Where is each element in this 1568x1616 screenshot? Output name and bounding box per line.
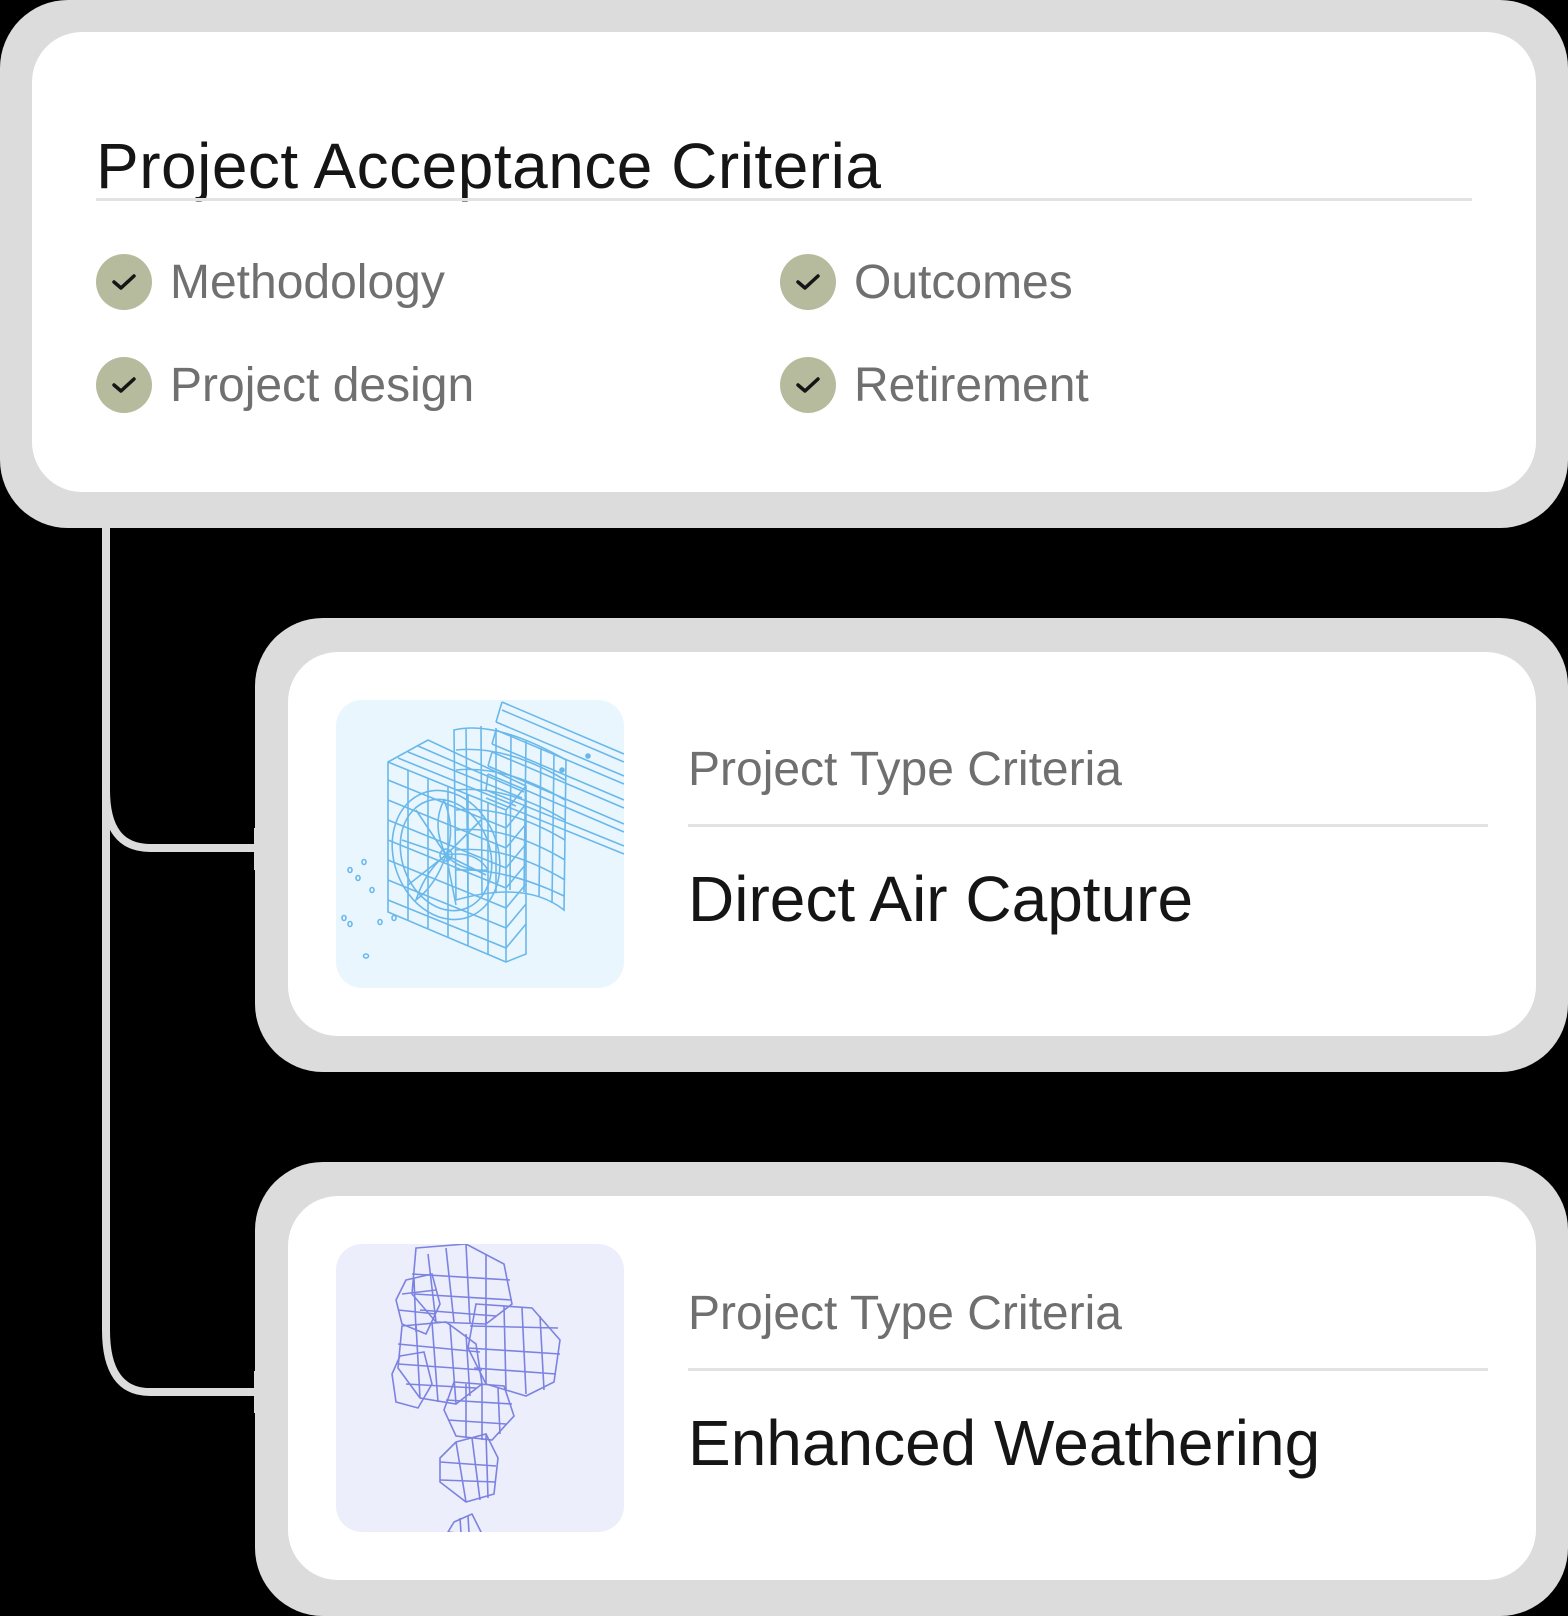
check-icon [96,357,152,413]
check-icon [780,357,836,413]
project-type-card-enhanced-weathering: Project Type Criteria Enhanced Weatherin… [288,1196,1536,1580]
project-type-card-direct-air-capture: Project Type Criteria Direct Air Capture [288,652,1536,1036]
criteria-label: Retirement [854,358,1089,412]
divider [96,198,1472,201]
divider [688,824,1488,827]
criteria-item-methodology: Methodology [96,252,445,312]
check-icon [780,254,836,310]
criteria-label: Methodology [170,255,445,309]
project-type-kicker: Project Type Criteria [688,743,1122,796]
project-type-title: Direct Air Capture [688,863,1194,935]
project-type-kicker: Project Type Criteria [688,1287,1122,1340]
criteria-label: Outcomes [854,255,1073,309]
criteria-item-retirement: Retirement [780,355,1089,415]
criteria-item-outcomes: Outcomes [780,252,1073,312]
criteria-item-project-design: Project design [96,355,474,415]
connector-nub [254,828,288,870]
check-icon [96,254,152,310]
criteria-label: Project design [170,358,475,412]
project-type-title: Enhanced Weathering [688,1407,1321,1479]
acceptance-criteria-card: Project Acceptance Criteria Methodology … [32,32,1536,492]
rocks-icon [336,1244,624,1532]
divider [688,1368,1488,1371]
air-capture-fan-icon [336,700,624,988]
card-title: Project Acceptance Criteria [96,130,882,202]
connector-nub [254,1371,288,1413]
